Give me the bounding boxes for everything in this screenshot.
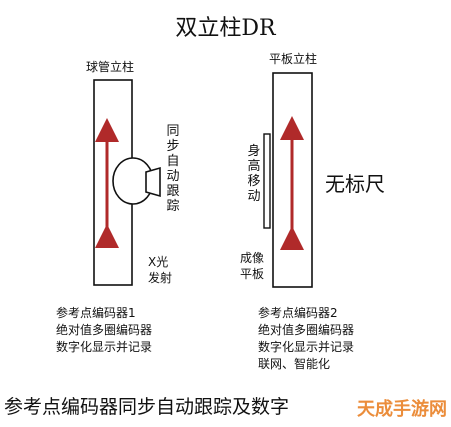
diagram-title: 双立柱DR xyxy=(175,16,276,41)
right-column xyxy=(272,72,313,288)
xray-emission-label: X光 发射 xyxy=(148,255,173,285)
left-column-label: 球管立柱 xyxy=(86,60,135,74)
detector-label: 成像 平板 xyxy=(240,251,265,281)
left-description: 参考点编码器1 绝对值多圈编码器 数字化显示并记录 xyxy=(56,306,153,354)
height-moving-label: 身 高 移 动 xyxy=(247,144,261,204)
bottom-caption: 参考点编码器同步自动跟踪及数字 xyxy=(4,396,290,418)
watermark-logo: 天成手游网 xyxy=(357,399,447,420)
no-ruler-label: 无标尺 xyxy=(325,172,385,196)
sync-tracking-label: 同 步 自 动 跟 踪 xyxy=(166,124,180,214)
right-description: 参考点编码器2 绝对值多圈编码器 数字化显示并记录 联网、智能化 xyxy=(258,306,355,371)
right-column-label: 平板立柱 xyxy=(269,52,318,66)
collimator-icon xyxy=(145,166,161,198)
detector-plate xyxy=(263,133,271,229)
